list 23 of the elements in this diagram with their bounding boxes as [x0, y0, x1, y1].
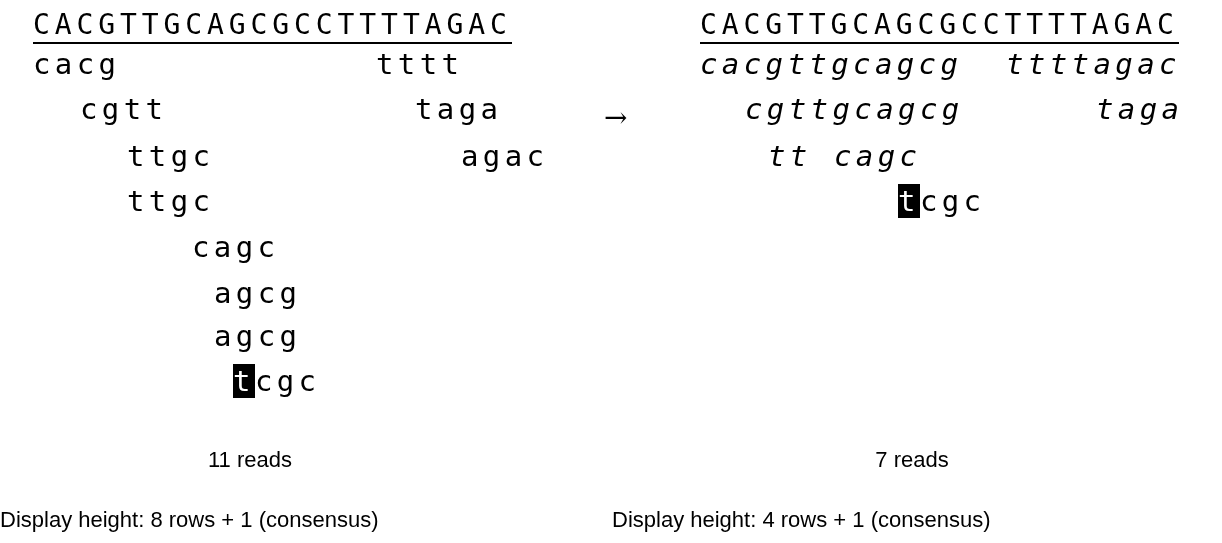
read-sequence: taga	[1096, 91, 1184, 127]
caption-text: Display height: 4 rows + 1 (consensus)	[612, 506, 991, 534]
read-sequence: cacg	[33, 46, 121, 82]
read-sequence: agcg	[214, 275, 302, 311]
consensus-sequence: CACGTTGCAGCGCCTTTTAGAC	[700, 8, 1179, 44]
consensus-sequence: CACGTTGCAGCGCCTTTTAGAC	[33, 8, 512, 44]
read-sequence: cagc	[192, 229, 280, 265]
read-sequence: cacgttgcagcg	[700, 46, 963, 82]
caption-text: Display height: 8 rows + 1 (consensus)	[0, 506, 379, 534]
read-sequence: cagc	[834, 138, 922, 174]
read-count: 7 reads	[875, 446, 949, 474]
read-sequence: taga	[415, 91, 503, 127]
read-sequence: agcg	[214, 318, 302, 354]
arrow-glyph: →	[604, 100, 628, 136]
read-sequence: cgtt	[80, 91, 168, 127]
read-sequence: tttt	[376, 46, 464, 82]
read-sequence: tt	[768, 138, 812, 174]
read-sequence: ttgc	[127, 183, 215, 219]
read-sequence: cgttgcagcg	[745, 91, 964, 127]
read-sequence: ttgc	[127, 138, 215, 174]
read-count: 11 reads	[208, 446, 292, 474]
read-sequence: ttttagac	[1006, 46, 1181, 82]
read-sequence: agac	[461, 138, 549, 174]
